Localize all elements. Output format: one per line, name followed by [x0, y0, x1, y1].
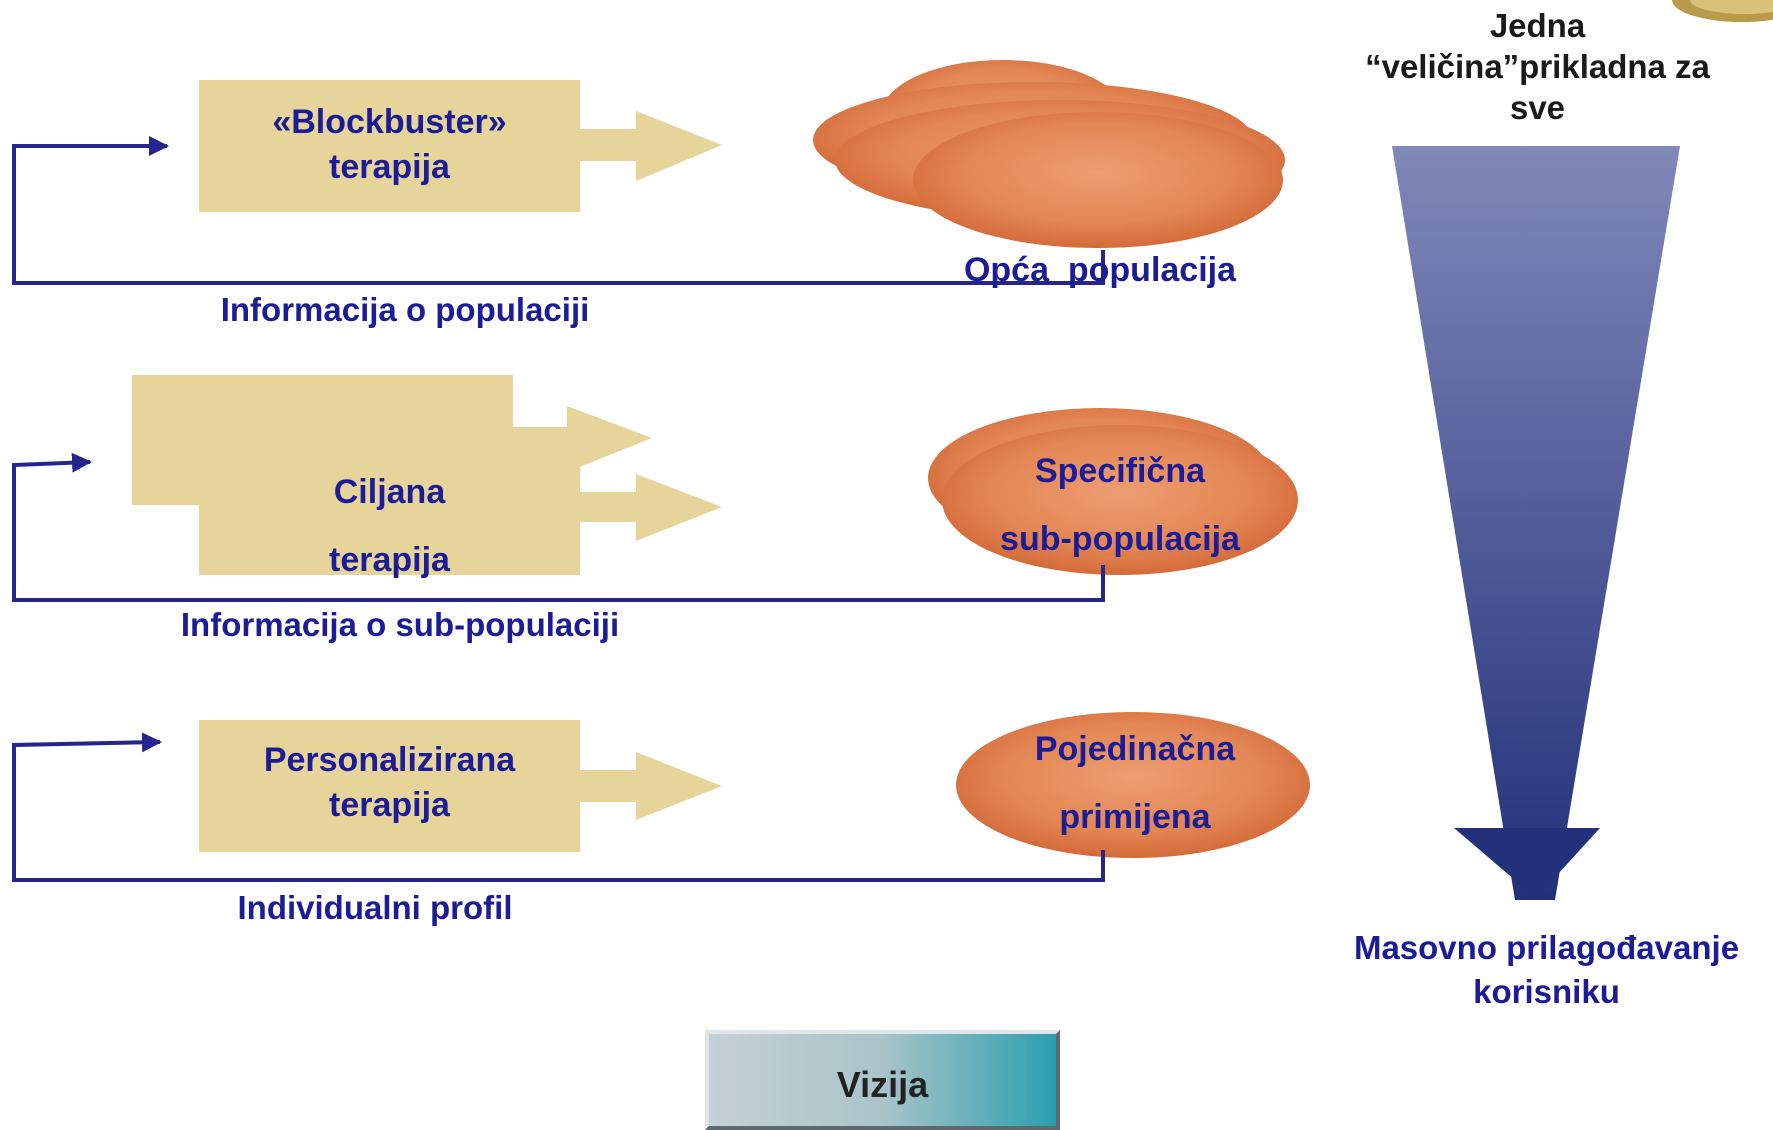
therapy-line: terapija	[329, 148, 450, 186]
therapy-line: terapija	[329, 786, 450, 824]
vision-button[interactable]: Vizija	[705, 1030, 1060, 1130]
therapy-box-personalized	[199, 720, 580, 852]
therapy-line: Personalizirana	[263, 741, 516, 779]
therapy-label-personalized: Personalizirana terapija	[199, 738, 580, 828]
arrow-right-blockbuster	[636, 111, 722, 181]
arrow-right-targeted-2	[636, 474, 722, 541]
population-label-general: Opća populacija	[930, 158, 1270, 338]
therapy-box-targeted-front	[199, 430, 580, 575]
feedback-line-population	[12, 136, 1105, 285]
therapy-line: Ciljana	[333, 473, 446, 511]
population-ellipse-stack-sub	[928, 408, 1298, 575]
therapy-line: terapija	[329, 541, 450, 579]
funnel-body	[1392, 146, 1680, 900]
row-targeted	[12, 375, 1298, 602]
globe-logo-icon	[1672, 0, 1773, 22]
funnel-bottom-line: korisniku	[1473, 973, 1620, 1010]
population-ellipse-individual	[956, 712, 1310, 858]
row-blockbuster	[12, 60, 1285, 285]
population-label-sub: Specifična sub-populacija	[970, 437, 1270, 573]
population-line: primijena	[1059, 798, 1211, 836]
population-label-individual: Pojedinačna primijena	[990, 715, 1280, 851]
feedback-label-population: Informacija o populaciji	[220, 291, 590, 328]
feedback-label-individual: Individualni profil	[237, 889, 513, 926]
arrow-right-targeted-1	[567, 406, 652, 472]
therapy-label-targeted: Ciljana terapija	[199, 458, 580, 594]
population-line: Opća populacija	[963, 251, 1237, 289]
therapy-label-blockbuster: «Blockbuster» terapija	[199, 100, 580, 190]
funnel	[1392, 146, 1680, 900]
therapy-box-blockbuster	[199, 80, 580, 212]
population-line: Specifična	[1034, 452, 1206, 490]
funnel-bottom-label: Masovno prilagođavanje korisniku	[1320, 926, 1773, 1014]
arrow-right-personalized	[636, 752, 722, 820]
population-line: Pojedinačna	[1034, 730, 1236, 768]
funnel-top-line: sve	[1509, 89, 1566, 126]
funnel-top-label: Jedna “veličina”prikladna za sve	[1310, 5, 1765, 128]
therapy-line: «Blockbuster»	[272, 103, 507, 141]
row-personalized	[12, 712, 1310, 882]
population-line: sub-populacija	[1000, 520, 1240, 558]
vision-button-label: Vizija	[836, 1064, 929, 1105]
funnel-bottom-line: Masovno prilagođavanje	[1353, 929, 1740, 966]
population-ellipse-stack-general	[813, 60, 1285, 248]
feedback-line-individual	[12, 732, 1105, 882]
funnel-top-line: “veličina”prikladna za	[1365, 48, 1710, 85]
funnel-top-line: Jedna	[1489, 7, 1586, 44]
funnel-arrowhead	[1454, 828, 1600, 898]
feedback-label-subpopulation: Informacija o sub-populaciji	[180, 606, 620, 643]
feedback-line-subpopulation	[12, 452, 1105, 602]
